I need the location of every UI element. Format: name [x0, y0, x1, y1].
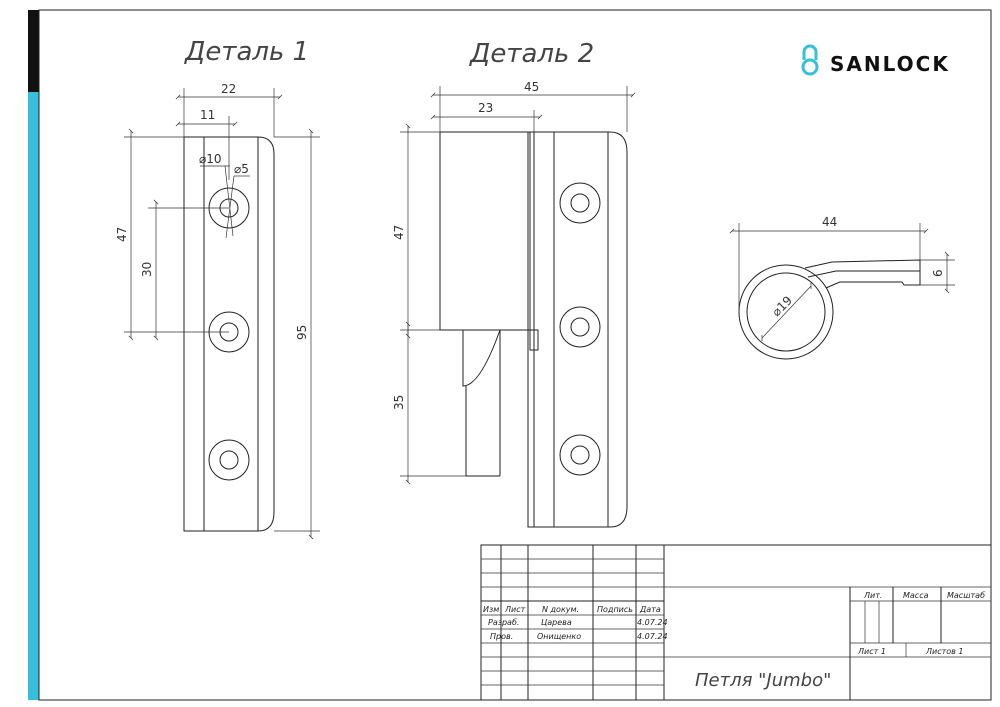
tb-row1-role: Разраб. [488, 618, 519, 627]
dim-p2-width: 45 [524, 80, 539, 94]
dim-p2-h47: 47 [392, 225, 406, 240]
tb-header-ndoc: N докум. [542, 605, 579, 614]
dim-p1-width: 22 [221, 82, 236, 96]
dim-p1-h47: 47 [115, 227, 129, 242]
dim-p1-half: 11 [200, 108, 215, 122]
lock-pin-icon [801, 44, 819, 76]
tb-sheet: Лист 1 [857, 647, 886, 656]
tb-header-izm: Изм [483, 605, 499, 614]
dim-p3-len: 44 [822, 215, 837, 229]
tb-header-list: Лист [504, 605, 526, 614]
dim-p3-dia: ⌀19 [769, 293, 795, 319]
dim-p1-dia-big: ⌀10 [199, 152, 222, 166]
dim-p1-dia-small: ⌀5 [234, 162, 249, 176]
tb-row2-role: Пров. [490, 632, 513, 641]
dim-p3-h6: 6 [931, 269, 945, 277]
dim-p2-h35: 35 [392, 395, 406, 410]
sheet-frame [38, 9, 992, 701]
tb-product-name: Петля "Jumbo" [695, 670, 831, 691]
dim-p2-sub: 23 [478, 101, 493, 115]
part1-title: Деталь 1 [184, 37, 309, 67]
part2-view [400, 86, 636, 528]
brand-name: SANLOCK [830, 52, 950, 76]
left-strip-accent [28, 10, 39, 700]
tb-header-podpis: Подпись [597, 605, 633, 614]
left-strip-top [28, 10, 39, 92]
part3-section-view [729, 223, 955, 360]
tb-row1-name: Царева [541, 618, 572, 627]
dim-p1-h95: 95 [295, 325, 309, 340]
tb-row2-date: 4.07.24 [637, 632, 668, 641]
tb-row2-name: Онищенко [537, 632, 581, 641]
part1-view [124, 88, 320, 540]
part2-title: Деталь 2 [469, 39, 594, 69]
tb-sheets: Листов 1 [925, 647, 964, 656]
brand-logo: SANLOCK [801, 44, 950, 76]
dim-p1-h30: 30 [140, 262, 154, 277]
tb-lit: Лит. [863, 591, 882, 600]
tb-masshtab: Масштаб [947, 591, 985, 600]
tb-header-data: Дата [639, 605, 661, 614]
tb-row1-date: 4.07.24 [637, 618, 668, 627]
tb-massa: Масса [903, 591, 929, 600]
title-block [480, 544, 992, 701]
